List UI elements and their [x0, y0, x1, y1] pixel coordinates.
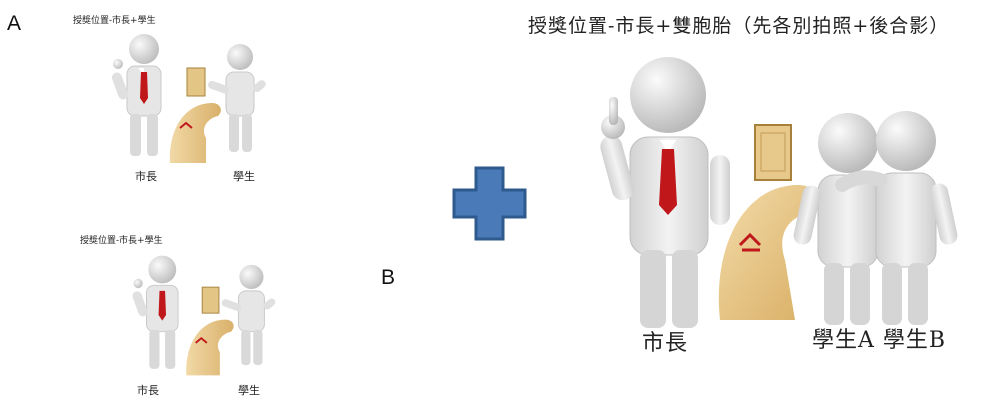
mayor-figure-icon — [600, 57, 730, 328]
wave-plaque-icon — [169, 67, 221, 163]
wave-plaque-icon — [186, 286, 234, 376]
panel-a-bottom-title: 授獎位置-市長+學生 — [80, 236, 163, 246]
student-b-figure-icon — [835, 111, 958, 325]
panel-a-top-right-label: 學生 — [233, 170, 255, 183]
panel-b-illustration — [600, 57, 958, 328]
panel-a-top-left-label: 市長 — [135, 170, 157, 183]
panel-a-bottom-right-label: 學生 — [238, 384, 260, 397]
panel-a-bottom-left-label: 市長 — [137, 384, 159, 397]
student-figure-icon — [208, 44, 266, 152]
panel-b-title: 授獎位置-市長+雙胞胎（先各別拍照+後合影） — [528, 15, 950, 37]
panel-a-bottom-illustration — [132, 255, 276, 376]
student-figure-icon — [221, 264, 276, 366]
wave-plaque-icon — [718, 124, 820, 320]
student-a-figure-icon — [793, 113, 879, 325]
mayor-figure-icon — [132, 255, 179, 369]
panel-b-right-label: 學生A 學生B — [812, 328, 947, 353]
label-b: B — [381, 266, 396, 289]
plus-icon — [452, 166, 527, 241]
panel-b-left-label: 市長 — [642, 331, 689, 356]
mayor-figure-icon — [111, 34, 162, 156]
panel-a-top-title: 授獎位置-市長+學生 — [73, 16, 156, 26]
label-a: A — [7, 12, 22, 35]
panel-a-top-illustration — [111, 34, 266, 163]
